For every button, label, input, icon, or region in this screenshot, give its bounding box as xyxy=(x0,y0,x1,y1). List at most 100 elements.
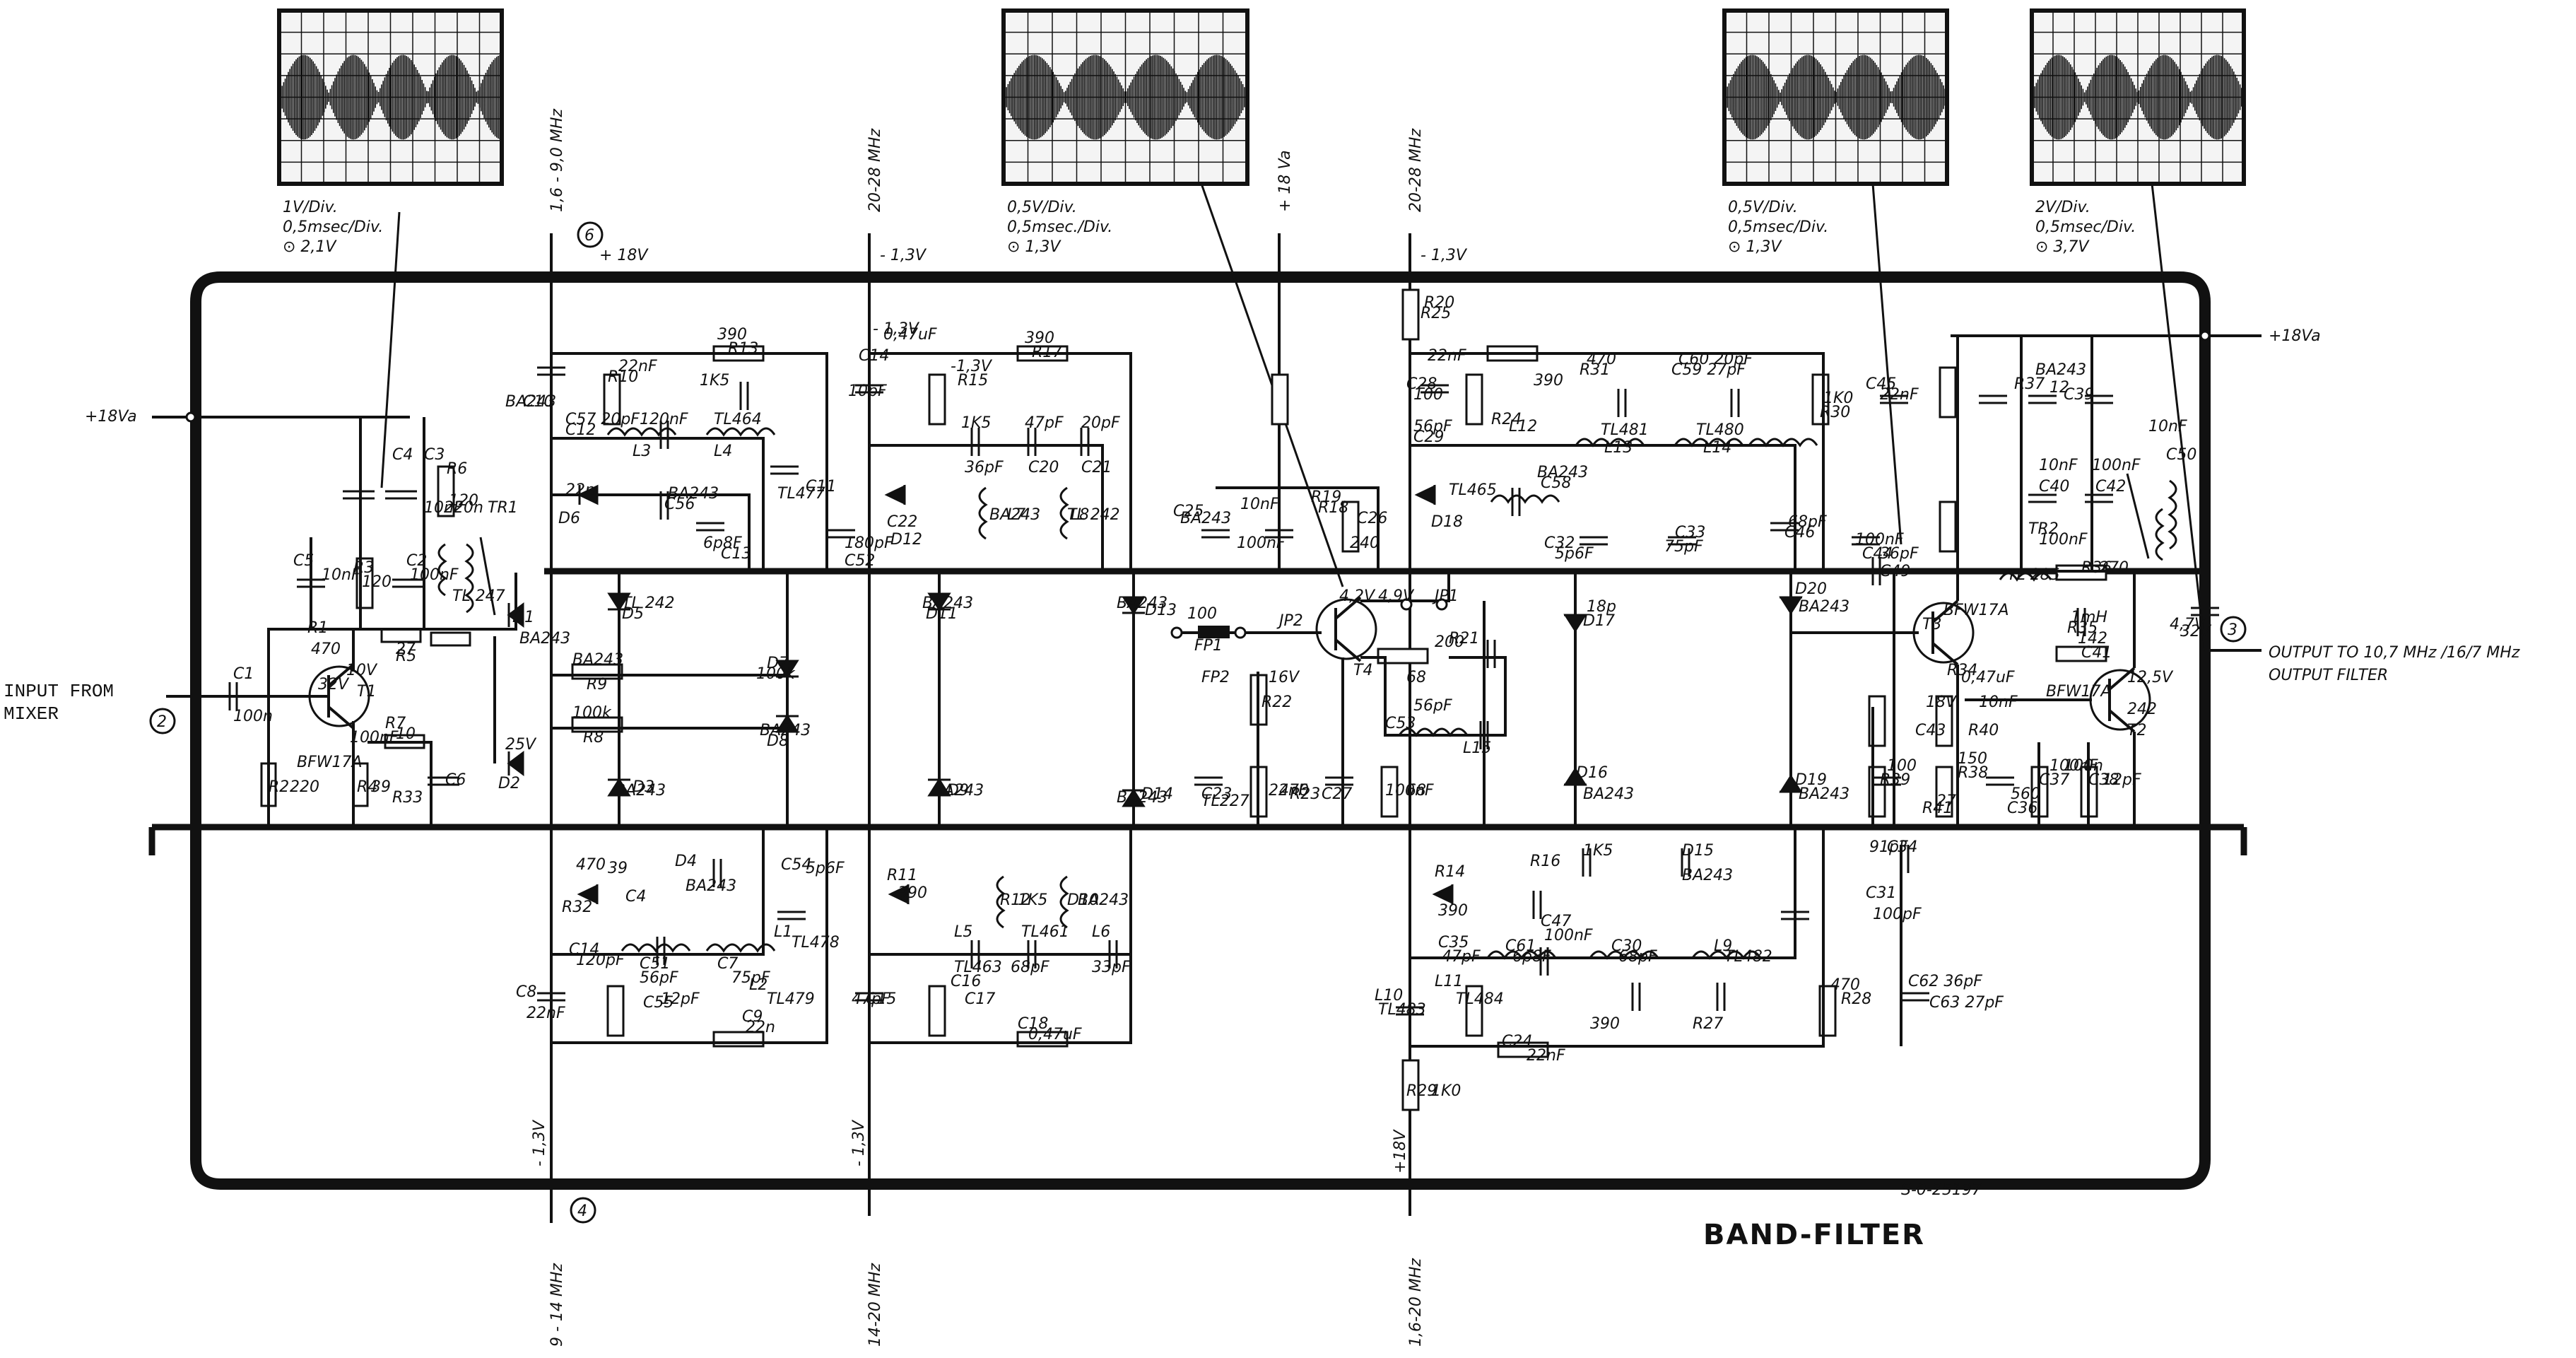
component-label: C49 xyxy=(1880,563,1910,580)
component-label: 0,47uF xyxy=(1028,1026,1082,1043)
component-label: 10nF xyxy=(1979,693,2018,711)
component-label: C31 xyxy=(1866,884,1896,902)
component-label: R27 xyxy=(1693,1015,1723,1033)
component-label: 27 xyxy=(1936,792,1956,810)
component-label: D9 xyxy=(947,782,969,800)
component-label: 390 xyxy=(898,884,927,902)
component-labels: C410nFC3220nR6120C510nFR3120C2100nFTR1TL… xyxy=(233,294,2212,1100)
component-label: BFW17A xyxy=(1943,602,2009,619)
component-label: C7 xyxy=(717,955,738,973)
wiring xyxy=(240,336,2206,1048)
component-label: D19 xyxy=(1795,771,1827,789)
component-label: 33pF xyxy=(1092,959,1131,976)
component-label: 39 xyxy=(371,778,391,796)
component-label: TL484 xyxy=(1456,990,1504,1008)
svg-text:MIXER: MIXER xyxy=(4,703,59,725)
component-label: 22nF xyxy=(618,358,657,375)
component-label: T4 xyxy=(1353,662,1372,679)
component-label: C37 xyxy=(2039,771,2069,789)
component-label: 39 xyxy=(608,860,628,877)
svg-text:⊙ 1,3V: ⊙ 1,3V xyxy=(1007,238,1061,256)
component-label: C61 xyxy=(1505,937,1536,955)
component-label: C43 xyxy=(1915,722,1946,739)
svg-text:+18Va: +18Va xyxy=(85,408,137,426)
component-label: C33 xyxy=(1675,524,1705,542)
component-label: 240 xyxy=(1350,534,1380,552)
component-label: R13 xyxy=(728,340,758,358)
component-label: R30 xyxy=(1820,404,1850,421)
band-bottom-2: 14-20 MHz xyxy=(866,1263,884,1347)
component-label: R22 xyxy=(1261,693,1292,711)
component-label: FP2 xyxy=(1201,669,1230,686)
component-label: R15 xyxy=(958,372,988,390)
component-label: 100pF xyxy=(1873,906,1922,923)
component-label: 100nF xyxy=(2049,757,2098,775)
component-label: 120pF xyxy=(576,952,625,969)
transformers xyxy=(464,473,2177,616)
component-label: L3 xyxy=(633,443,651,460)
component-label: C40 xyxy=(2039,478,2069,496)
component-label: R33 xyxy=(392,789,423,807)
component-label: R34 xyxy=(1947,662,1977,679)
component-label: 10 xyxy=(396,725,416,743)
component-label: 470 xyxy=(311,640,341,658)
transistor-t2 xyxy=(1912,599,1975,666)
scope-2-trace xyxy=(1004,54,1247,140)
component-label: L7 xyxy=(1007,506,1025,524)
component-label: 120nF xyxy=(640,411,688,428)
component-label: C23 xyxy=(1201,785,1232,803)
component-label: C57 20pF xyxy=(565,411,640,428)
component-label: 10nF xyxy=(1240,496,1279,513)
component-label: R18 xyxy=(1318,499,1348,517)
component-label: D3 xyxy=(633,778,654,796)
scope-1-trace xyxy=(280,54,500,140)
component-label: TR1 xyxy=(488,499,518,517)
component-label: BA243 xyxy=(1117,789,1168,807)
component-label: 270 xyxy=(2099,559,2129,577)
component-label: C39 xyxy=(2064,386,2094,404)
component-label: BA243 xyxy=(615,782,666,800)
component-label: 1mH xyxy=(2071,609,2107,626)
component-label: TL480 xyxy=(1696,421,1744,439)
component-label: R6 xyxy=(447,460,467,478)
transistor-t4 xyxy=(1315,596,1377,662)
component-label: C35 xyxy=(1438,934,1469,952)
component-label: BA243 xyxy=(1682,867,1733,884)
component-label: TR2 xyxy=(2028,520,2059,538)
component-label: BA243 xyxy=(1537,464,1588,481)
supply-lines xyxy=(550,233,1411,1223)
component-label: 22nF xyxy=(1428,347,1466,365)
component-label: TL464 xyxy=(714,411,762,428)
component-label: T1 xyxy=(357,683,376,701)
component-label: 32V xyxy=(318,676,350,693)
component-label: R12 xyxy=(1000,891,1030,909)
component-label: 180pF xyxy=(845,534,893,552)
board-outline xyxy=(190,271,2211,1190)
component-label: BFW17A xyxy=(2046,683,2112,701)
component-label: 22n xyxy=(565,481,595,499)
component-label: 20pF xyxy=(1081,414,1120,432)
component-label: R4 xyxy=(357,778,377,796)
scope-3-caption: 0,5V/Div. 0,5msec/Div. ⊙ 1,3V xyxy=(1728,199,1828,256)
component-label: R7 xyxy=(385,715,406,732)
component-label: BA243 xyxy=(686,877,736,895)
component-label: C24 xyxy=(1502,1033,1532,1050)
resistors xyxy=(260,288,2107,1111)
component-label: TL 242 xyxy=(622,595,675,612)
component-label: 47pF xyxy=(1442,948,1481,966)
node-6: 6 xyxy=(577,221,604,248)
scope-4-trace xyxy=(2033,54,2242,140)
component-label: 22nF xyxy=(1880,386,1919,404)
component-label: 1K0 xyxy=(1823,390,1853,407)
component-label: 32V xyxy=(2180,623,2212,640)
component-label: D20 xyxy=(1795,580,1827,598)
component-label: R23 xyxy=(1290,785,1320,803)
component-label: D4 xyxy=(675,853,697,870)
component-label: BA243 xyxy=(1799,785,1849,803)
component-label: C41 xyxy=(2081,644,2112,662)
scope-3 xyxy=(1722,8,1949,186)
node-4: 4 xyxy=(570,1197,596,1224)
component-label: C36 xyxy=(2007,800,2037,817)
component-label: 36pF xyxy=(965,459,1004,476)
